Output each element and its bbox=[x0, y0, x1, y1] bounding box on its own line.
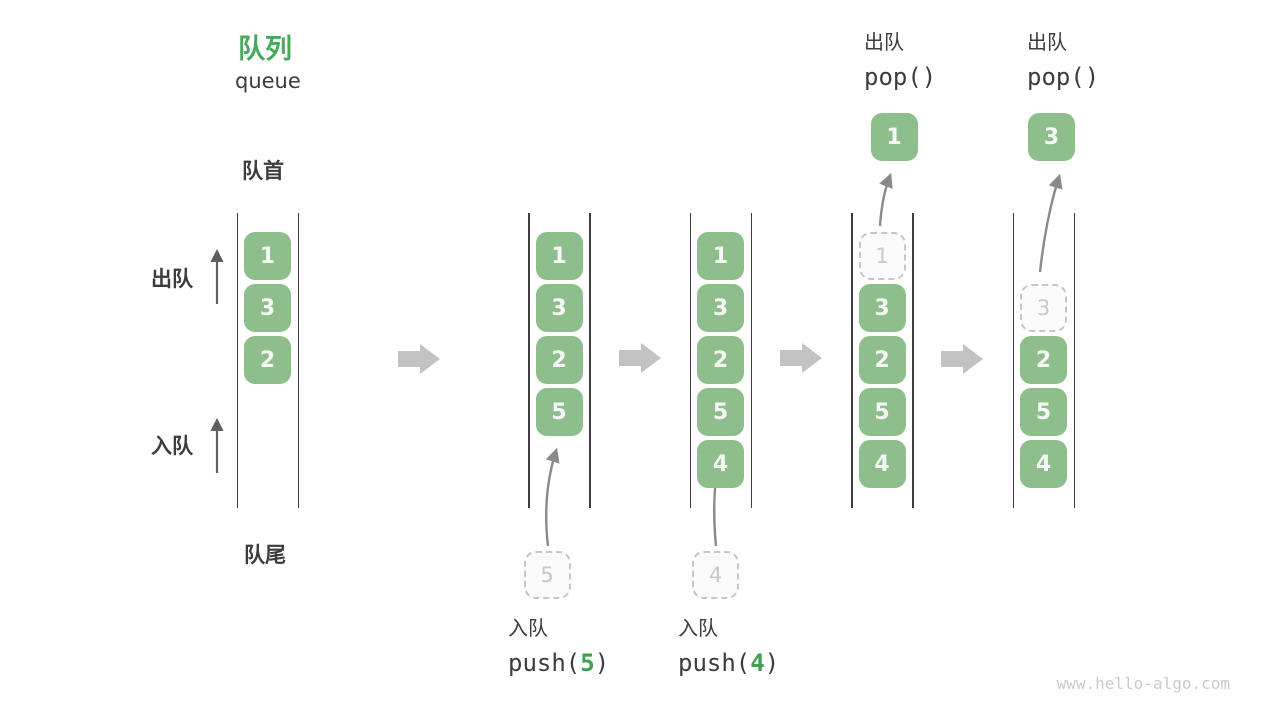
queue-item-box: 2 bbox=[244, 336, 291, 384]
queue-column-line bbox=[236, 213, 238, 508]
queue-item-ghost-box: 3 bbox=[1020, 284, 1067, 332]
queue-item-box: 3 bbox=[858, 284, 906, 332]
queue-item-box: 1 bbox=[535, 232, 583, 280]
queue-item-box: 5 bbox=[858, 388, 906, 436]
label-enqueue-side: 入队 bbox=[151, 434, 193, 458]
label-dequeue-side: 出队 bbox=[151, 267, 193, 291]
pop-1-label-zh: 出队 bbox=[864, 30, 904, 54]
queue-column-line bbox=[528, 213, 530, 508]
pop-1-operation-label: 出队 pop() bbox=[864, 30, 936, 90]
queue-column-line bbox=[689, 213, 691, 508]
queue-item-box: 4 bbox=[697, 440, 744, 488]
queue-column-line bbox=[750, 213, 752, 508]
pop-1-label-code: pop() bbox=[864, 63, 937, 91]
queue-column-line bbox=[851, 213, 853, 508]
pop-3-flow-arrow bbox=[1038, 173, 1063, 273]
push-5-label-code: push(5) bbox=[508, 649, 610, 677]
queue-column-line bbox=[1073, 213, 1075, 508]
queue-column-line bbox=[297, 213, 299, 508]
pop-3-operation-label: 出队 pop() bbox=[1027, 30, 1099, 90]
queue-item-box: 1 bbox=[697, 232, 744, 280]
push-5-label-zh: 入队 bbox=[508, 616, 548, 640]
queue-item-box: 3 bbox=[244, 284, 291, 332]
queue-item-box: 4 bbox=[1020, 440, 1067, 488]
queue-item-box: 2 bbox=[1020, 336, 1067, 384]
queue-item-box: 2 bbox=[697, 336, 744, 384]
stage-transition-arrow-icon bbox=[398, 344, 440, 374]
push-4-label-code: push(4) bbox=[678, 649, 780, 677]
popped-item-box: 3 bbox=[1028, 113, 1075, 161]
pending-item-box: 4 bbox=[692, 551, 739, 599]
queue-item-box: 5 bbox=[697, 388, 744, 436]
queue-column-line bbox=[1012, 213, 1014, 508]
push-5-operation-label: 入队 push(5) bbox=[508, 616, 609, 676]
queue-item-box: 4 bbox=[858, 440, 906, 488]
diagram-title-en: queue bbox=[235, 69, 301, 93]
pop-1-flow-arrow bbox=[878, 172, 893, 227]
queue-item-box: 3 bbox=[697, 284, 744, 332]
stage-transition-arrow-icon bbox=[941, 344, 983, 374]
pop-3-label-zh: 出队 bbox=[1027, 30, 1067, 54]
push-5-flow-arrow bbox=[545, 447, 560, 547]
queue-item-box: 5 bbox=[1020, 388, 1067, 436]
push-4-operation-label: 入队 push(4) bbox=[678, 616, 779, 676]
queue-item-box: 2 bbox=[535, 336, 583, 384]
queue-item-box: 1 bbox=[244, 232, 291, 280]
pop-3-label-code: pop() bbox=[1027, 63, 1100, 91]
queue-item-box: 2 bbox=[858, 336, 906, 384]
diagram-title-zh: 队列 bbox=[238, 34, 292, 65]
popped-item-box: 1 bbox=[870, 113, 918, 161]
stage-transition-arrow-icon bbox=[780, 343, 822, 373]
stage-transition-arrow-icon bbox=[619, 343, 661, 373]
queue-column-line bbox=[589, 213, 591, 508]
watermark: www.hello-algo.com bbox=[1056, 674, 1230, 693]
queue-item-box: 3 bbox=[535, 284, 583, 332]
queue-item-box: 5 bbox=[535, 388, 583, 436]
push-4-label-zh: 入队 bbox=[678, 616, 718, 640]
queue-item-ghost-box: 1 bbox=[858, 232, 906, 280]
label-queue-front: 队首 bbox=[242, 159, 284, 183]
queue-column-line bbox=[912, 213, 914, 508]
label-queue-rear: 队尾 bbox=[244, 543, 286, 567]
pending-item-box: 5 bbox=[523, 551, 571, 599]
